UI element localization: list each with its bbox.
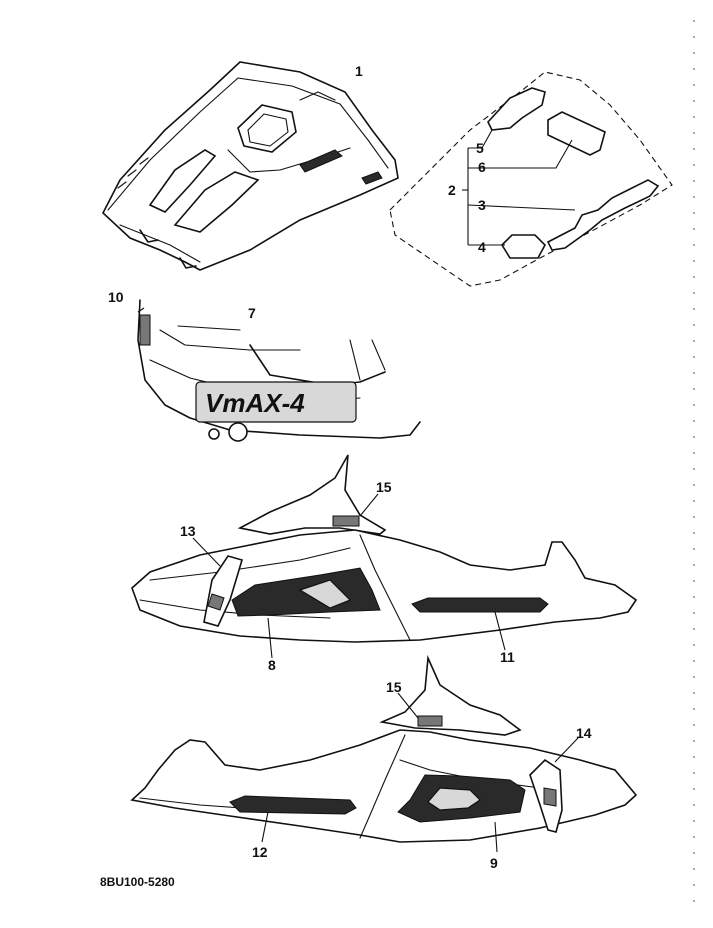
callout-11: 11 [500,649,515,665]
callout-10: 10 [108,289,124,305]
callout-4: 4 [478,239,486,255]
model-logo-decal [195,381,357,423]
callout-13: 13 [180,523,196,539]
hood-decal-panel [389,71,673,287]
small-side-decal [139,314,151,346]
callout-3: 3 [478,197,486,213]
callout-6: 6 [478,159,486,175]
model-logo-text: VmAX-4 [205,388,305,418]
callout-9: 9 [490,855,498,871]
side-decal-11 [411,597,549,613]
callout-5: 5 [476,140,484,156]
hood-illustration [102,61,399,271]
callout-1: 1 [355,63,363,79]
callout-2: 2 [448,182,456,198]
badge-15-upper [332,515,360,527]
strap-13 [203,555,243,627]
callout-7: 7 [248,305,256,321]
callout-15-upper: 15 [376,479,392,495]
side-panel-detail: VmAX-4 [137,299,421,442]
side-decal-12 [229,795,357,815]
callout-14: 14 [576,725,592,741]
figure-code: 8BU100-5280 [100,875,175,889]
badge-15-lower [417,715,443,727]
callout-labels: 1 2 3 4 5 6 7 8 9 10 11 12 13 14 15 15 [108,63,592,871]
sled-left-view [131,454,638,659]
sled-right-view [130,654,638,853]
callout-12: 12 [252,844,268,860]
callout-8: 8 [268,657,276,673]
callout-15-lower: 15 [386,679,402,695]
